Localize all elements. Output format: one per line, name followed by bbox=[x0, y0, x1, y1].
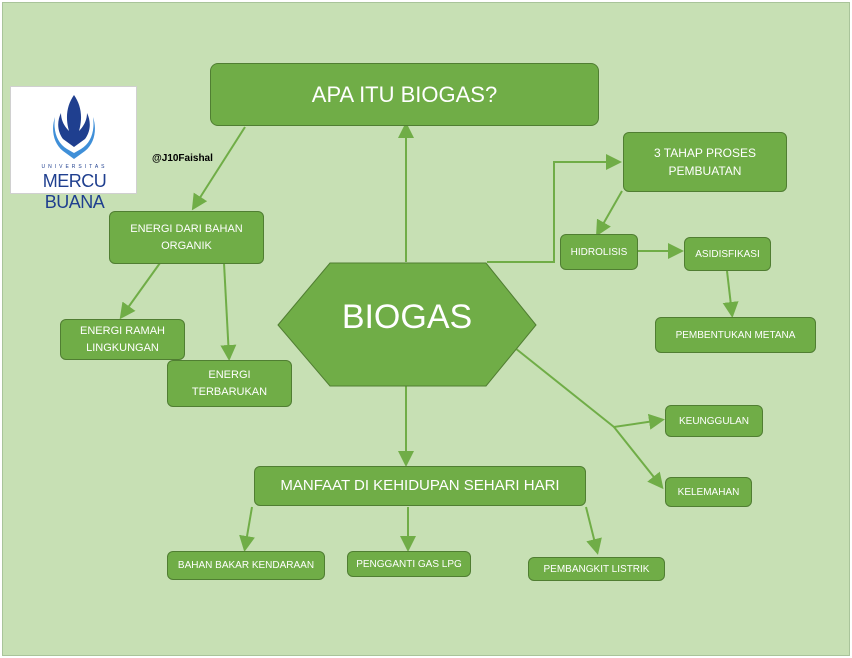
arrow-center-to-keunggulan bbox=[514, 347, 665, 430]
node-tiga-tahap: 3 TAHAP PROSES PEMBUATAN bbox=[623, 132, 787, 192]
node-energi-terbarukan: ENERGI TERBARUKAN bbox=[167, 360, 292, 407]
author-handle: @J10Faishal bbox=[152, 153, 213, 164]
node-pembentukan-metana: PEMBENTUKAN METANA bbox=[655, 317, 816, 353]
arrow-asidisfikasi-to-metana bbox=[722, 270, 739, 318]
mercu-buana-emblem-icon bbox=[53, 95, 95, 159]
node-energi-organik: ENERGI DARI BAHAN ORGANIK bbox=[109, 211, 264, 264]
center-label: BIOGAS bbox=[341, 298, 473, 336]
center-hexagon bbox=[277, 262, 537, 387]
node-pengganti-lpg: PENGGANTI GAS LPG bbox=[347, 551, 471, 577]
node-manfaat: MANFAAT DI KEHIDUPAN SEHARI HARI bbox=[254, 466, 586, 506]
arrow-tahap-to-hidrolisis bbox=[596, 190, 623, 237]
node-bahan-bakar: BAHAN BAKAR KENDARAAN bbox=[167, 551, 325, 580]
arrow-manfaat-to-pembangkit bbox=[585, 506, 602, 555]
node-kelemahan: KELEMAHAN bbox=[665, 477, 752, 507]
node-apa-itu-biogas: APA ITU BIOGAS? bbox=[210, 63, 599, 126]
arrow-apa-to-organik bbox=[191, 126, 246, 211]
node-asidisfikasi: ASIDISFIKASI bbox=[684, 237, 771, 271]
arrow-organik-to-terbarukan bbox=[220, 262, 237, 361]
logo-university-small: UNIVERSITAS bbox=[41, 164, 108, 170]
university-logo: UNIVERSITAS MERCU BUANA bbox=[10, 86, 137, 212]
arrow-organik-to-ramah bbox=[119, 262, 161, 320]
arrow-manfaat-to-bahan-bakar bbox=[239, 506, 255, 552]
node-hidrolisis: HIDROLISIS bbox=[560, 234, 638, 270]
node-energi-ramah: ENERGI RAMAH LINGKUNGAN bbox=[60, 319, 185, 360]
node-keunggulan: KEUNGGULAN bbox=[665, 405, 763, 437]
logo-name: MERCU BUANA bbox=[42, 171, 107, 212]
node-pembangkit-listrik: PEMBANGKIT LISTRIK bbox=[528, 557, 665, 581]
arrow-center-to-kelemahan bbox=[613, 426, 664, 490]
arrow-center-to-tahap bbox=[487, 154, 622, 263]
